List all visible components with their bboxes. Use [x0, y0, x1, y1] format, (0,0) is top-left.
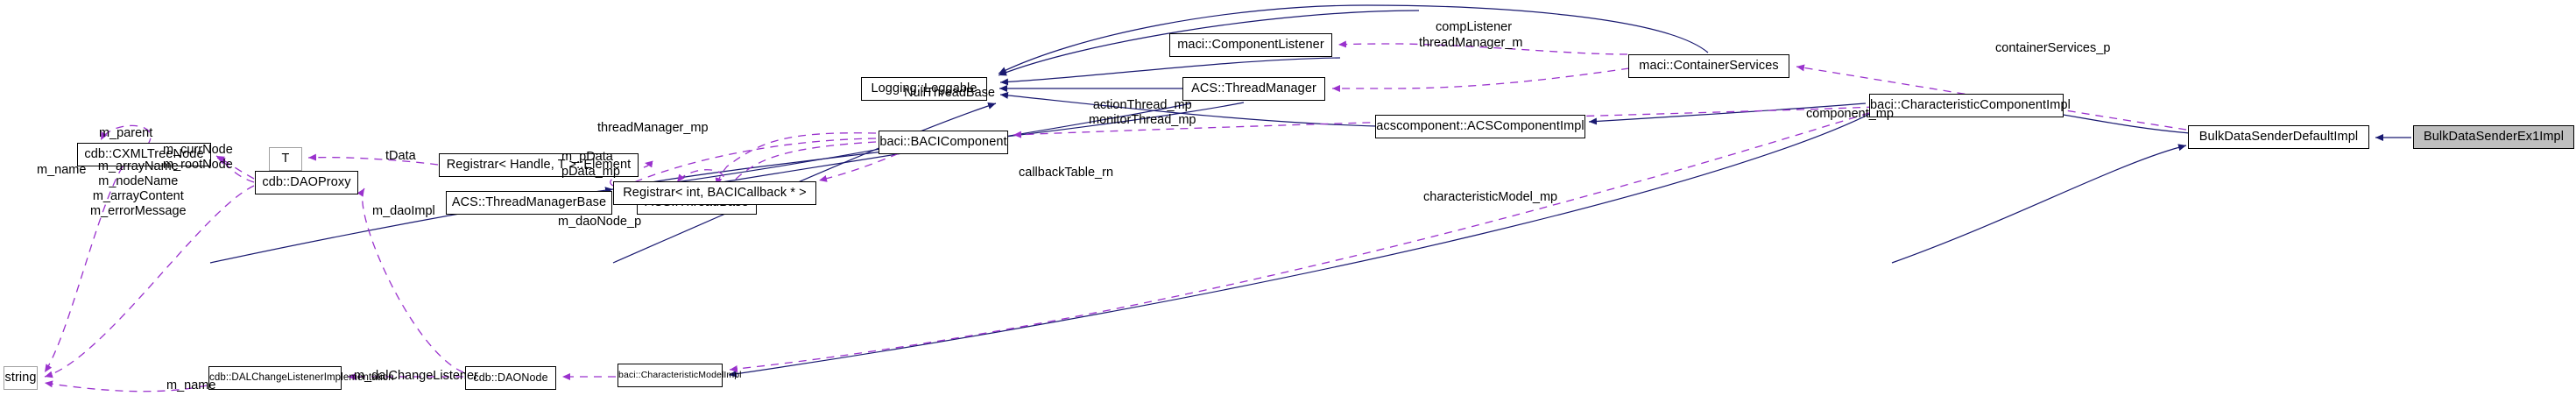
node-bulkdatasenderex1impl[interactable]: BulkDataSenderEx1Impl: [2413, 125, 2574, 149]
edge-label-m-name-bottom: m_name: [166, 378, 216, 392]
edge-label-line: m_pData: [561, 150, 613, 164]
edge-label-actionthread-mp: actionThread_mp monitorThread_mp: [1089, 98, 1196, 128]
inheritance-edges: [209, 4, 2411, 378]
edge-label-m-daonode-p: m_daoNode_p: [558, 215, 642, 229]
node-registrar-int-bacicallback[interactable]: Registrar< int, BACICallback * >: [613, 181, 816, 205]
node-acs-threadmanager[interactable]: ACS::ThreadManager: [1182, 77, 1325, 101]
edge-label-line: pData_mp: [561, 165, 620, 179]
edge-label-m-arrayname-group: m_arrayName m_nodeName m_arrayContent m_…: [90, 159, 187, 219]
node-cdb-cxmltreenode[interactable]: cdb::CXMLTreeNode: [77, 143, 211, 166]
node-maci-componentlistener[interactable]: maci::ComponentListener: [1169, 33, 1332, 57]
edge-label-component-mp: component_mp: [1806, 107, 1894, 121]
edge-label-line: m_currNode: [163, 143, 233, 157]
edge-label-threadmanager-mp: threadManager_mp: [597, 121, 709, 135]
node-cdb-daonode[interactable]: cdb::DAONode: [465, 366, 556, 390]
node-baci-characteristicmodelimpl[interactable]: baci::CharacteristicModelImpl: [618, 364, 742, 387]
edge-label-m-currnode: m_currNode m_rootNode: [163, 143, 233, 173]
node-type-t[interactable]: T: [269, 147, 302, 171]
node-maci-containerservices[interactable]: maci::ContainerServices: [1628, 54, 1789, 78]
usage-edges: [44, 40, 2187, 392]
edge-label-tdata: tData: [385, 149, 416, 163]
node-acs-threadmanagerbase[interactable]: ACS::ThreadManagerBase: [446, 191, 612, 215]
edge-label-line: m_rootNode: [163, 158, 233, 172]
node-acscomponent-acscomponentimpl[interactable]: acscomponent::ACSComponentImpl: [1375, 115, 1585, 138]
edge-label-threadmanager-m: threadManager_m: [1419, 36, 1523, 50]
node-bulkdatasenderdefaultimpl[interactable]: BulkDataSenderDefaultImpl: [2188, 125, 2369, 149]
edge-label-line: actionThread_mp: [1092, 98, 1192, 112]
edge-label-m-pdata: m_pData pData_mp: [561, 150, 620, 180]
node-baci-bacicomponent[interactable]: baci::BACIComponent: [879, 131, 1008, 154]
edge-label-line: m_arrayContent: [92, 189, 184, 203]
edge-label-containerservices-p: containerServices_p: [1995, 41, 2111, 55]
edge-label-line: m_arrayName: [97, 159, 179, 173]
edge-label-line: monitorThread_mp: [1089, 113, 1196, 127]
edge-label-m-name-left: m_name: [37, 163, 87, 177]
node-baci-characteristiccomponentimpl[interactable]: baci::CharacteristicComponentImpl: [1869, 94, 2071, 117]
edge-label-characteristicmodel-mp: characteristicModel_mp: [1423, 190, 1558, 204]
edge-label-nullthreadbase: NullThreadBase: [904, 86, 995, 100]
edge-label-line: m_nodeName: [98, 174, 179, 188]
edge-label-m-dalchangelistener: m_dalChangeListener: [354, 369, 478, 383]
node-logging-loggable[interactable]: Logging::Loggable: [861, 77, 987, 101]
edge-label-complistener: compListener: [1436, 20, 1513, 34]
node-string[interactable]: string: [4, 366, 38, 390]
edge-label-line: m_errorMessage: [90, 204, 187, 218]
edge-label-m-daoimpl: m_daoImpl: [372, 204, 435, 218]
node-registrar-handle-t-element[interactable]: Registrar< Handle, T >::Element: [439, 153, 639, 177]
node-cdb-daoproxy[interactable]: cdb::DAOProxy: [255, 171, 358, 194]
node-cdb-dalchangelistenerimplementation[interactable]: cdb::DALChangeListenerImplementation: [208, 366, 394, 390]
edge-label-m-parent: m_parent: [99, 126, 153, 140]
edge-label-callbacktable-rn: callbackTable_rn: [1019, 166, 1114, 180]
